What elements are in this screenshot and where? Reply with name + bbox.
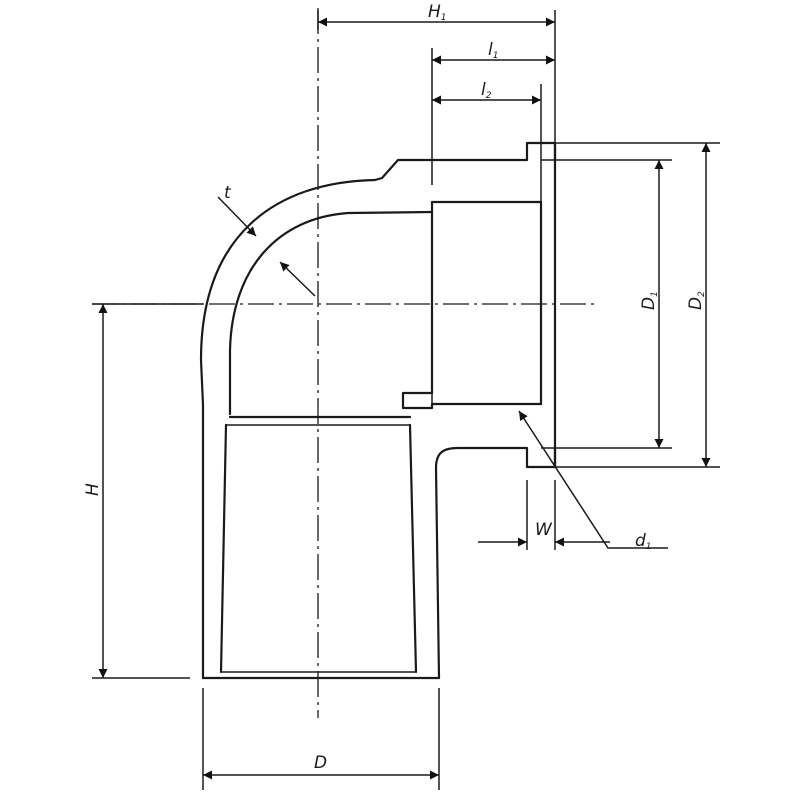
label-d1: d1: [635, 531, 652, 552]
dim-line-t-outer: [217, 196, 257, 237]
label-W: W: [535, 520, 553, 540]
label-H1: H1: [428, 2, 447, 23]
label-l1: l1: [488, 40, 498, 61]
fitting-bottom-right-contour: [434, 446, 557, 680]
dim-line-t-inner: [279, 261, 316, 297]
svg-text:D1: D1: [639, 291, 660, 310]
fitting-outer-contour: [199, 141, 557, 680]
leader-d1: [518, 410, 668, 549]
socket-inner-step: [430, 200, 543, 214]
label-D: D: [314, 753, 327, 773]
label-l2: l2: [481, 80, 492, 101]
label-t: t: [224, 183, 232, 203]
fitting-inner-bend: [228, 210, 434, 416]
label-H: H: [83, 483, 103, 496]
label-D1: D1: [639, 291, 660, 310]
svg-text:H: H: [83, 483, 103, 496]
label-D2: D2: [686, 291, 707, 310]
vertical-socket-left-wall: [219, 423, 228, 674]
svg-text:D2: D2: [686, 291, 707, 310]
socket-bottom-step: [401, 391, 543, 410]
vertical-socket-right-wall: [408, 423, 418, 674]
